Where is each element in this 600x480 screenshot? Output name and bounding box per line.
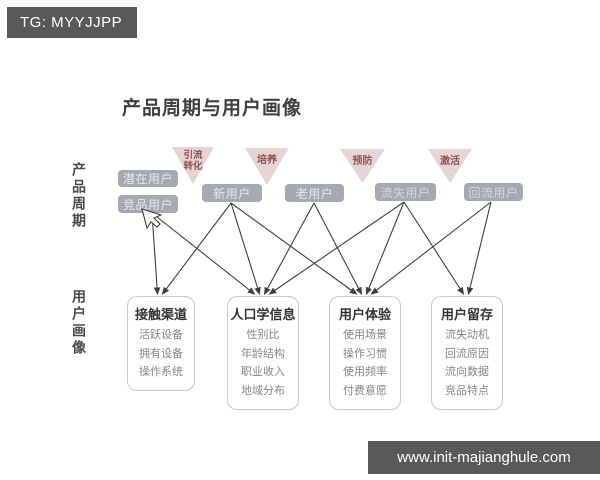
connection-line xyxy=(403,201,465,295)
persona-item-list: 使用场景操作习惯使用频率付费意愿 xyxy=(332,326,398,401)
connection-line xyxy=(161,202,232,295)
persona-box-contact-channels: 接触渠道 活跃设备拥有设备操作系统 xyxy=(127,296,195,392)
telegram-badge: TG: MYYJJPP xyxy=(7,7,137,38)
triangle-label-line: 转化 xyxy=(183,161,203,173)
stage-box-old-users: 老用户 xyxy=(285,184,344,202)
connection-line xyxy=(230,202,261,296)
triangle-label-prevent: 预防 xyxy=(352,156,373,167)
connection-line xyxy=(151,212,161,296)
persona-box-demographics: 人口学信息 性别比年龄结构职业收入地域分布 xyxy=(227,296,299,410)
persona-item: 地域分布 xyxy=(241,385,285,398)
row-label-product-lifecycle: 产品周期 xyxy=(71,162,87,230)
connection-line xyxy=(230,202,358,295)
connection-line xyxy=(268,201,405,295)
triangle-label-activate: 激活 xyxy=(440,156,460,167)
persona-item-list: 流失动机回流原因流向数据竞品特点 xyxy=(434,326,500,401)
connection-line xyxy=(313,202,363,295)
persona-item: 活跃设备 xyxy=(139,329,183,341)
persona-item: 流向数据 xyxy=(445,366,489,379)
persona-item: 操作系统 xyxy=(139,366,183,379)
persona-item: 使用频率 xyxy=(343,366,387,379)
row-label-user-persona: 用户画像 xyxy=(71,289,87,357)
stage-box-returning-users: 回流用户 xyxy=(464,183,523,201)
persona-item-list: 活跃设备拥有设备操作系统 xyxy=(130,326,192,382)
triangle-label-acquisition: 引流 转化 xyxy=(172,150,214,173)
persona-item: 拥有设备 xyxy=(139,347,183,360)
stage-box-competitor-users: 竞品用户 xyxy=(118,195,178,213)
stage-box-new-users: 新用户 xyxy=(202,184,262,202)
persona-item: 回流原因 xyxy=(445,347,489,360)
page-title: 产品周期与用户画像 xyxy=(122,98,303,119)
persona-item: 性别比 xyxy=(246,329,280,341)
persona-item: 职业收入 xyxy=(241,366,285,379)
connection-line xyxy=(263,202,315,295)
persona-box-title: 用户体验 xyxy=(338,307,391,322)
persona-item: 年龄结构 xyxy=(241,347,285,360)
persona-item: 操作习惯 xyxy=(343,347,387,360)
connection-line xyxy=(466,201,492,296)
connection-line xyxy=(365,201,405,296)
persona-item: 付费意愿 xyxy=(343,385,387,398)
connection-line xyxy=(370,201,492,295)
persona-box-user-retention: 用户留存 流失动机回流原因流向数据竞品特点 xyxy=(431,296,503,410)
watermark-url: www.init-majianghule.com xyxy=(368,441,600,474)
persona-item: 竞品特点 xyxy=(445,385,489,398)
persona-box-title: 用户留存 xyxy=(440,307,493,322)
persona-box-user-experience: 用户体验 使用场景操作习惯使用频率付费意愿 xyxy=(329,296,401,410)
connection-lines xyxy=(151,201,492,296)
stage-box-potential-users: 潜在用户 xyxy=(118,170,178,187)
connection-line xyxy=(151,212,256,295)
triangle-label-line: 引流 xyxy=(183,150,203,161)
persona-item: 使用场景 xyxy=(343,329,387,341)
persona-item: 流失动机 xyxy=(445,329,489,341)
persona-box-title: 接触渠道 xyxy=(134,307,187,322)
persona-box-title: 人口学信息 xyxy=(230,307,296,322)
stage-box-churned-users: 流失用户 xyxy=(375,183,436,201)
persona-item-list: 性别比年龄结构职业收入地域分布 xyxy=(230,326,296,401)
triangle-label-cultivate: 培养 xyxy=(257,155,277,166)
